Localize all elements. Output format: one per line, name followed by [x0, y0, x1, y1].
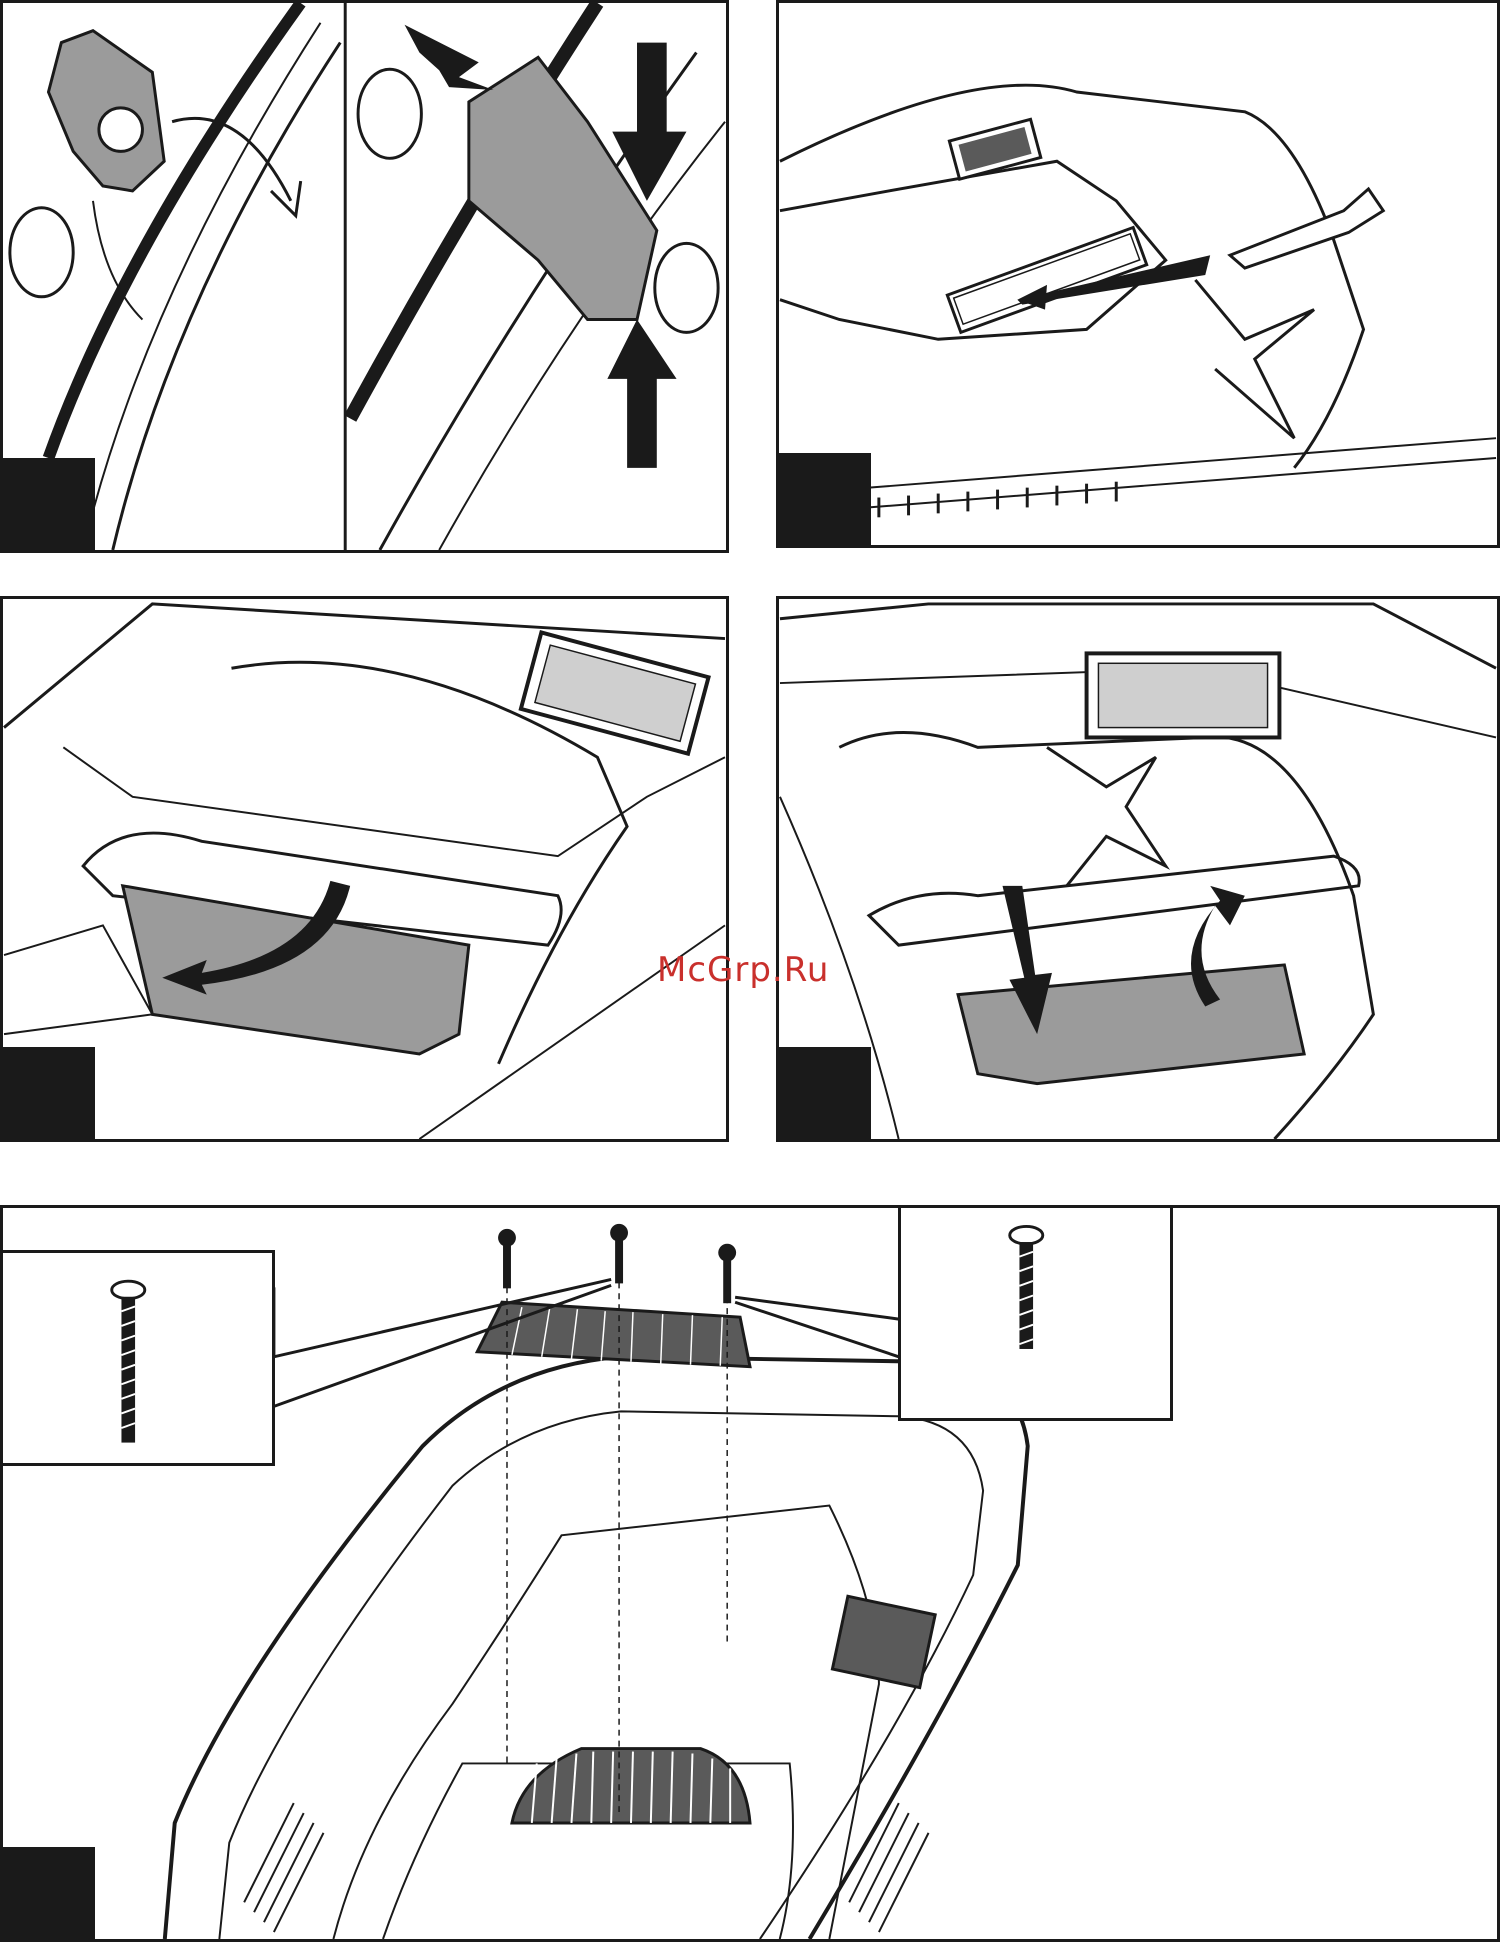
- panel-grass-box-flap-open: [0, 596, 729, 1142]
- vent-grille-icon: [521, 632, 709, 753]
- step-marker: [779, 453, 871, 545]
- clip-assembly-illustration: [3, 3, 726, 550]
- vent-grille-icon: [949, 119, 1040, 179]
- flap-close-icon: [958, 965, 1304, 1084]
- screw-callout-left: [0, 1250, 275, 1466]
- flap-insert-illustration: [779, 3, 1497, 545]
- flap-open-illustration: [3, 599, 726, 1139]
- clip-press-icon: [469, 57, 657, 319]
- screw-detail-icon: [901, 1208, 1170, 1418]
- screw-detail-icon: [3, 1253, 272, 1463]
- panel-clip-on-handle: [0, 0, 729, 553]
- watermark-text: McGrp.Ru: [657, 950, 829, 990]
- flap-open-icon: [123, 886, 469, 1054]
- step-marker: [3, 1847, 95, 1939]
- flap-insert-icon: [1230, 189, 1383, 268]
- screw-icon: [498, 1224, 736, 1303]
- panel-grass-box-flap-close: [776, 596, 1500, 1142]
- handle-clip-icon: [48, 31, 164, 191]
- flap-close-illustration: [779, 599, 1497, 1139]
- screw-callout-right: [898, 1205, 1173, 1421]
- panel-slide-in-flap: [776, 0, 1500, 548]
- step-marker: [3, 458, 95, 550]
- vent-grille-icon: [1087, 653, 1280, 737]
- rear-grille-icon: [477, 1302, 750, 1366]
- step-marker: [779, 1047, 871, 1139]
- step-marker: [3, 1047, 95, 1139]
